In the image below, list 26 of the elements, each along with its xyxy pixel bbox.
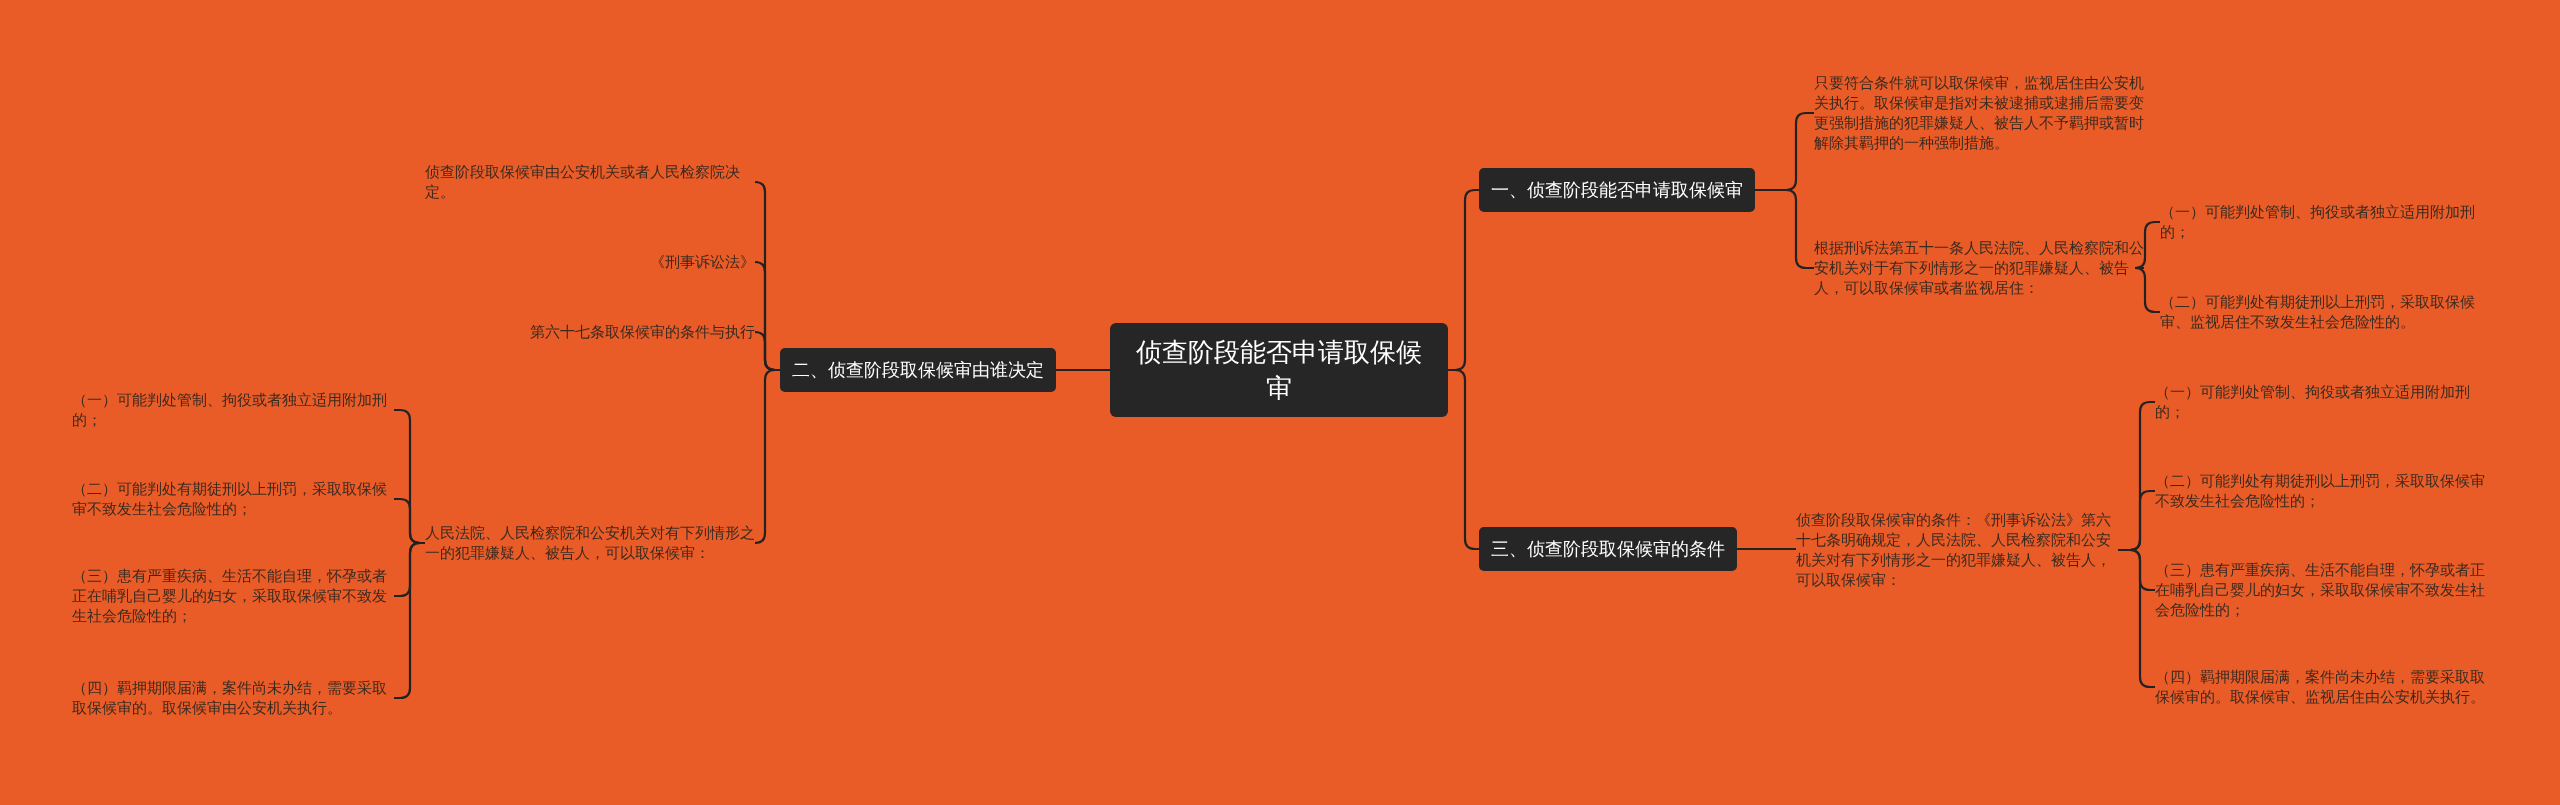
- branch-topic-box: 三、侦查阶段取保候审的条件: [1479, 527, 1737, 571]
- note-text: （二）可能判处有期徒刑以上刑罚，采取取保候审、监视居住不致发生社会危险性的。: [2160, 292, 2500, 332]
- note-text: 侦查阶段取保候审的条件：《刑事诉讼法》第六十七条明确规定，人民法院、人民检察院和公安机关对有下列情形之一的犯罪嫌疑人、被告人，可以取保候审：: [1796, 510, 2118, 590]
- note-text: （三）患有严重疾病、生活不能自理，怀孕或者正在哺乳自己婴儿的妇女，采取取保候审不致发生社会危险性的；: [2155, 560, 2485, 620]
- connector-line: [2133, 266, 2160, 314]
- connector-line: [1448, 368, 1479, 551]
- branch-topic-box: 一、侦查阶段能否申请取保候审: [1479, 168, 1755, 212]
- note-text: （一）可能判处管制、拘役或者独立适用附加刑的；: [72, 390, 394, 430]
- note-text: （四）羁押期限届满，案件尚未办结，需要采取取保候审的。取保候审、监视居住由公安机关执行。: [2155, 667, 2485, 707]
- note-text: 根据刑诉法第五十一条人民法院、人民检察院和公安机关对于有下列情形之一的犯罪嫌疑人、被告人，可以取保候审或者监视居住：: [1814, 238, 2144, 298]
- connector-line: [1056, 368, 1110, 372]
- note-text: （一）可能判处管制、拘役或者独立适用附加刑的；: [2155, 382, 2485, 422]
- note-text: （一）可能判处管制、拘役或者独立适用附加刑的；: [2160, 202, 2500, 242]
- note-text: （二）可能判处有期徒刑以上刑罚，采取取保候审不致发生社会危险性的；: [2155, 471, 2485, 511]
- note-text: 侦查阶段取保候审由公安机关或者人民检察院决定。: [425, 162, 755, 202]
- note-text: 《刑事诉讼法》: [650, 252, 755, 272]
- branch-topic-box: 二、侦查阶段取保候审由谁决定: [780, 348, 1056, 392]
- connector-line: [1737, 547, 1796, 551]
- connector-line: [753, 368, 780, 545]
- note-text: 第六十七条取保候审的条件与执行: [530, 322, 755, 342]
- note-text: 人民法院、人民检察院和公安机关对有下列情形之一的犯罪嫌疑人、被告人，可以取保候审：: [425, 523, 755, 563]
- note-text: 只要符合条件就可以取保候审，监视居住由公安机关执行。取保候审是指对未被逮捕或逮捕后需要变更强制措施的犯罪嫌疑人、被告人不予羁押或暂时解除其羁押的一种强制措施。: [1814, 73, 2144, 153]
- central-topic-box: 侦查阶段能否申请取保候审: [1110, 323, 1448, 417]
- note-text: （二）可能判处有期徒刑以上刑罚，采取取保候审不致发生社会危险性的；: [72, 479, 394, 519]
- note-text: （四）羁押期限届满，案件尚未办结，需要采取取保候审的。取保候审由公安机关执行。: [72, 678, 394, 718]
- note-text: （三）患有严重疾病、生活不能自理，怀孕或者正在哺乳自己婴儿的妇女，采取取保候审不致发生社会危险性的；: [72, 566, 394, 626]
